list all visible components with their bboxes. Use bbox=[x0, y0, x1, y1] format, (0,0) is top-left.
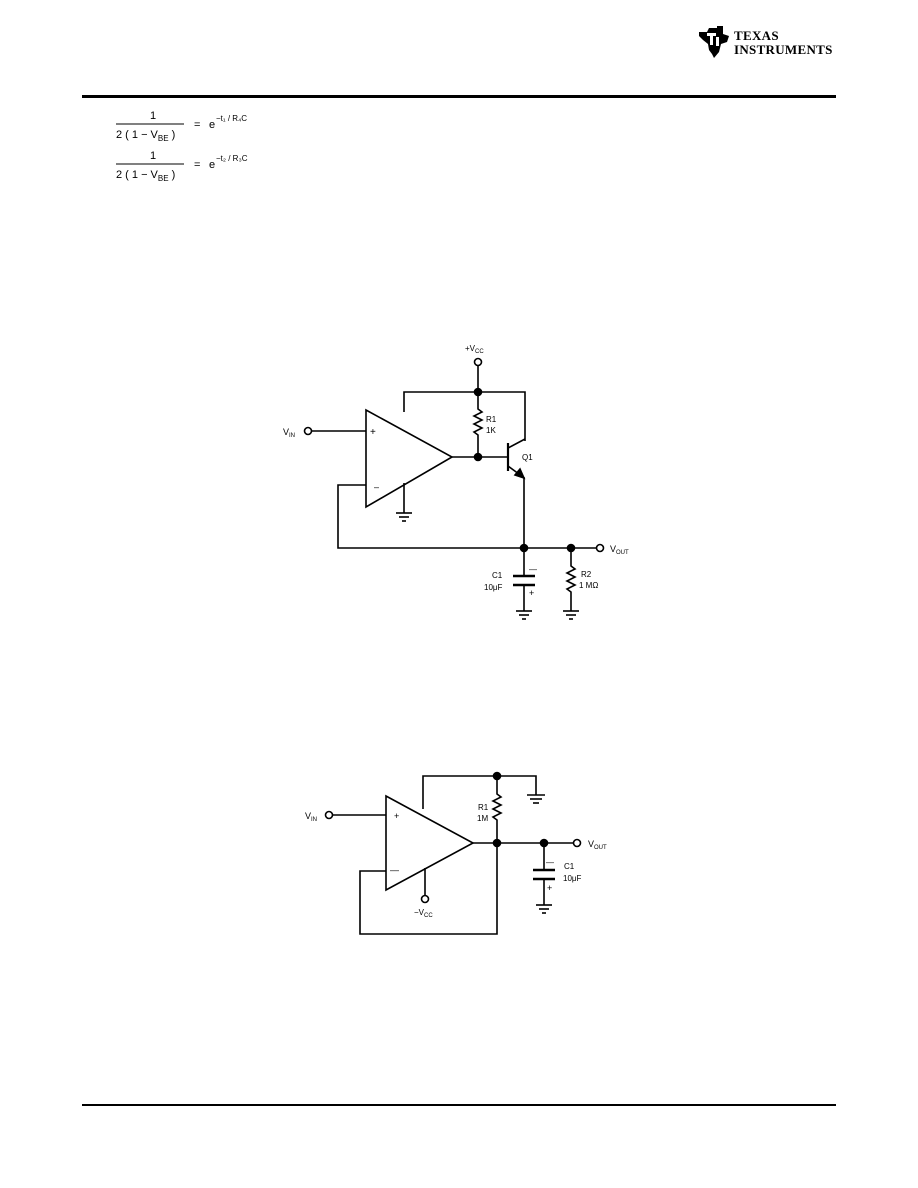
c1-r2-resistor bbox=[565, 548, 577, 611]
c1-vin-terminal bbox=[303, 426, 313, 436]
c2-r1-value: 1M bbox=[477, 814, 488, 823]
header-rule bbox=[82, 95, 836, 98]
c1-vin-label: VIN bbox=[283, 427, 295, 439]
ti-logo: TEXAS INSTRUMENTS bbox=[697, 24, 839, 60]
circuit-peak-detector-simple: R1 1M + — VIN −VCC VOUT — + C1 10μF bbox=[290, 765, 630, 955]
c1-vout-terminal bbox=[595, 543, 605, 553]
eq1-base: e bbox=[209, 119, 215, 131]
ti-logo-icon bbox=[699, 26, 729, 58]
c1-q1-emitter-arrow bbox=[513, 467, 526, 480]
c1-opamp-plus: + bbox=[370, 427, 376, 438]
c1-top-rail bbox=[403, 391, 526, 441]
c1-q1-collector bbox=[507, 438, 526, 449]
c2-vcc-label: −VCC bbox=[414, 908, 433, 919]
c2-cap-plus: + bbox=[547, 883, 552, 893]
eq1-exponent: −t₁ / R₄C bbox=[216, 114, 247, 123]
c2-vout-label: VOUT bbox=[588, 839, 607, 851]
c1-cap-minus: — bbox=[529, 565, 537, 574]
eq2-denominator: 2 ( 1 − VBE ) bbox=[116, 169, 175, 183]
c2-feedback-wire bbox=[359, 843, 498, 935]
c1-opamp bbox=[365, 408, 454, 509]
c2-vout-terminal bbox=[572, 838, 582, 848]
eq2-exponent: −t₂ / R₃C bbox=[216, 154, 248, 163]
c1-cap-plus: + bbox=[529, 588, 534, 598]
c1-r1-value: 1K bbox=[486, 426, 496, 435]
c1-r2-value: 1 MΩ bbox=[579, 581, 598, 590]
c1-cap-name: C1 bbox=[492, 571, 503, 580]
equation-1: 1 2 ( 1 − VBE ) = e −t₁ / R₄C bbox=[112, 106, 292, 150]
c1-node-base bbox=[473, 452, 483, 462]
c1-feedback-wire bbox=[337, 484, 524, 549]
c1-q1-label: Q1 bbox=[522, 453, 533, 462]
equation-2: 1 2 ( 1 − VBE ) = e −t₂ / R₃C bbox=[112, 146, 292, 190]
c2-cap-value: 10μF bbox=[563, 874, 582, 883]
eq2-numerator: 1 bbox=[150, 150, 156, 162]
c1-cap-value: 10μF bbox=[484, 583, 503, 592]
c2-vin-label: VIN bbox=[305, 811, 317, 823]
c2-cap-name: C1 bbox=[564, 862, 575, 871]
eq2-equals: = bbox=[194, 159, 200, 171]
footer-rule bbox=[82, 1104, 836, 1106]
c1-r1-name: R1 bbox=[486, 415, 497, 424]
eq1-equals: = bbox=[194, 119, 200, 131]
c2-opamp bbox=[385, 794, 475, 892]
c2-vin-terminal bbox=[324, 810, 334, 820]
c2-cap-minus: — bbox=[546, 858, 554, 867]
c1-vcc-label: +VCC bbox=[465, 344, 484, 355]
c1-r1-resistor bbox=[472, 392, 484, 457]
c2-vcc-terminal bbox=[420, 894, 430, 904]
c1-opamp-minus: – bbox=[374, 482, 379, 492]
c2-opamp-minus: — bbox=[390, 865, 399, 875]
eq1-denominator: 2 ( 1 − VBE ) bbox=[116, 129, 175, 143]
c1-vout-label: VOUT bbox=[610, 544, 629, 556]
c2-r1-resistor bbox=[491, 776, 503, 843]
eq2-base: e bbox=[209, 159, 215, 171]
logo-text-texas: TEXAS bbox=[734, 28, 779, 43]
c2-opamp-plus: + bbox=[394, 811, 399, 821]
eq1-numerator: 1 bbox=[150, 110, 156, 122]
logo-text-instruments: INSTRUMENTS bbox=[734, 42, 833, 57]
c1-r2-name: R2 bbox=[581, 570, 592, 579]
c1-vcc-terminal bbox=[473, 357, 483, 367]
c2-top-rail bbox=[422, 775, 537, 809]
c2-r1-name: R1 bbox=[478, 803, 489, 812]
circuit-peak-detector-transistor: +VCC R1 1K + – VIN Q1 bbox=[270, 335, 650, 635]
